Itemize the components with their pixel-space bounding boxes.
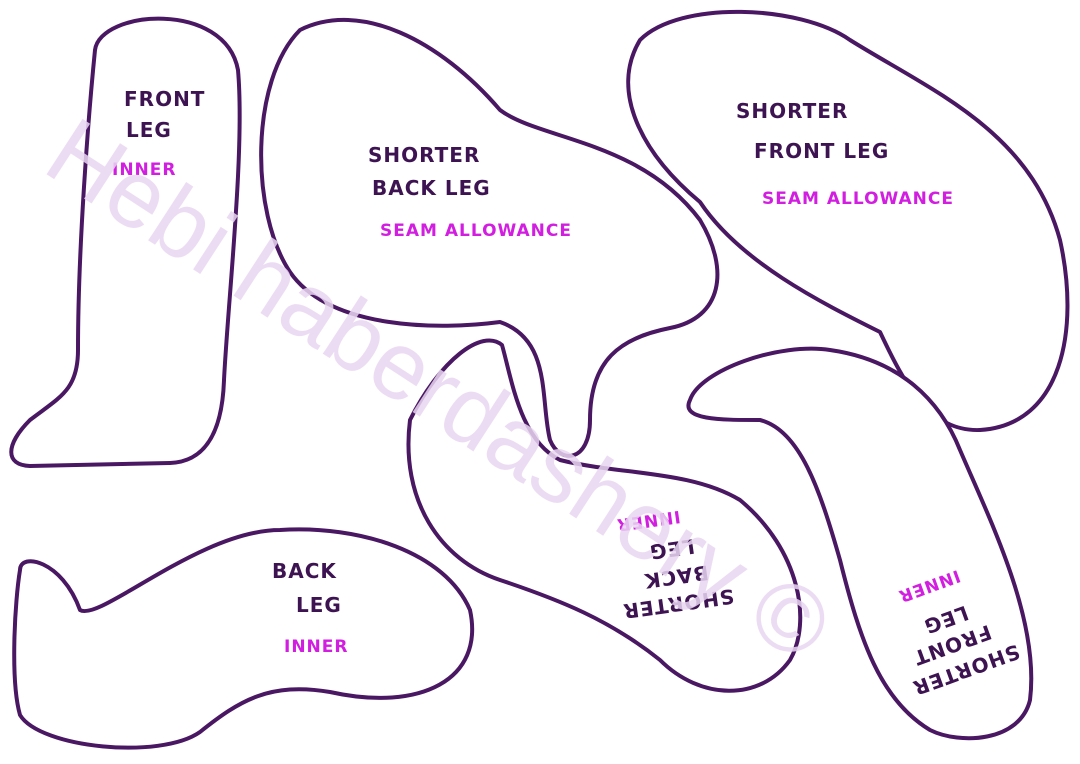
label-note: INNER [284, 637, 348, 657]
back-leg-inner-label: BACK LEG INNER [272, 559, 348, 657]
label-line: LEG [296, 593, 342, 617]
label-line: LEG [126, 118, 172, 142]
shorter-front-leg-inner-piece [686, 346, 1034, 741]
label-line: SHORTER [736, 99, 848, 123]
label-line: FRONT LEG [754, 139, 889, 163]
front-leg-inner-label: FRONT LEG INNER [112, 87, 205, 180]
label-note: INNER [112, 160, 176, 180]
label-line: BACK [272, 559, 337, 583]
shorter-back-leg-inner-piece [406, 338, 803, 693]
label-line: SHORTER [368, 143, 480, 167]
shorter-back-leg-piece [259, 18, 720, 458]
shorter-front-leg-piece [626, 9, 1070, 433]
label-note: SEAM ALLOWANCE [762, 189, 954, 209]
shorter-back-leg-label: SHORTER BACK LEG SEAM ALLOWANCE [368, 143, 572, 241]
label-line: FRONT [124, 87, 205, 111]
back-leg-inner-piece [12, 527, 474, 750]
front-leg-inner-piece [9, 16, 242, 468]
label-line: BACK LEG [372, 176, 491, 200]
label-note: SEAM ALLOWANCE [380, 221, 572, 241]
shorter-front-leg-label: SHORTER FRONT LEG SEAM ALLOWANCE [736, 99, 954, 209]
